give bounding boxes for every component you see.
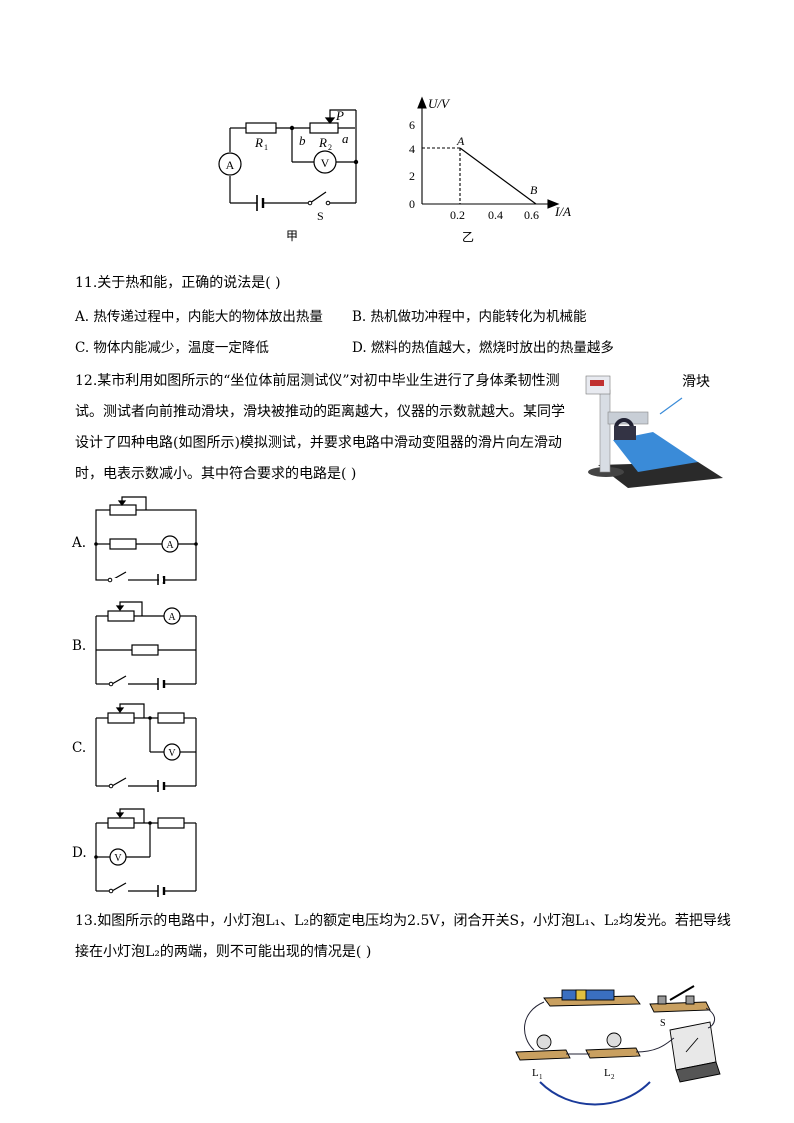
graph-xlabel: I/A bbox=[554, 204, 571, 219]
q12-circuit-d: V bbox=[94, 808, 197, 897]
ytick: 6 bbox=[409, 118, 415, 132]
q13-line: 13.如图所示的电路中，小灯泡L₁、L₂的额定电压均为2.5V，闭合开关S，小灯… bbox=[75, 913, 731, 929]
q12-line: 时，电表示数减小。其中符合要求的电路是( ) bbox=[75, 466, 357, 482]
caption-yi: 乙 bbox=[462, 230, 474, 244]
q11-option-b: B. 热机做功冲程中，内能转化为机械能 bbox=[352, 309, 587, 325]
q11-option-d: D. 燃料的热值越大，燃烧时放出的热量越多 bbox=[352, 340, 614, 356]
point-a-label: a bbox=[342, 131, 349, 146]
graph-ylabel: U/V bbox=[428, 96, 451, 111]
q13-line: 接在小灯泡L₂的两端，则不可能出现的情况是( ) bbox=[75, 944, 372, 960]
meter-label: A bbox=[168, 612, 176, 623]
q12-circuit-a: A bbox=[94, 496, 198, 585]
r1-label: R bbox=[254, 135, 263, 150]
graph-point-b: B bbox=[530, 183, 538, 197]
r1-subscript: 1 bbox=[264, 143, 268, 152]
q12-circuit-c: V bbox=[95, 703, 197, 792]
xtick: 0.4 bbox=[488, 208, 503, 222]
r2-subscript: 2 bbox=[328, 143, 332, 152]
q12-circuit-c-label: C. bbox=[72, 740, 87, 756]
ytick: 2 bbox=[409, 169, 415, 183]
xtick: 0.2 bbox=[450, 208, 465, 222]
meter-label: A bbox=[166, 540, 174, 551]
q12-line: 试。测试者向前推动滑块，滑块被推动的距离越大，仪器的示数就越大。某同学 bbox=[75, 404, 565, 420]
q12-line: 12.某市利用如图所示的“坐位体前屈测试仪”对初中毕业生进行了身体柔韧性测 bbox=[75, 373, 560, 389]
lamp-l2-label: L bbox=[604, 1067, 611, 1079]
ytick: 0 bbox=[409, 197, 415, 211]
lamp-l2-subscript: 2 bbox=[611, 1073, 615, 1081]
q12-circuit-d-label: D. bbox=[72, 845, 87, 861]
graph-point-a: A bbox=[456, 134, 465, 148]
q12-circuit-a-label: A. bbox=[72, 535, 87, 551]
slider-p-label: P bbox=[335, 108, 344, 123]
q11-option-c: C. 物体内能减少，温度一定降低 bbox=[75, 340, 269, 356]
switch-label: S bbox=[317, 209, 324, 223]
point-b-label: b bbox=[299, 133, 306, 148]
voltmeter-label: V bbox=[321, 156, 330, 170]
slider-block-label: 滑块 bbox=[682, 373, 710, 390]
lamp-l1-label: L bbox=[532, 1067, 539, 1079]
figure-circuit-jia: A V R 1 R 2 b a P S 甲 bbox=[218, 108, 359, 243]
q12-line: 设计了四种电路(如图所示)模拟测试，并要求电路中滑动变阻器的滑片向左滑动 bbox=[75, 435, 562, 451]
q12-circuit-b-label: B. bbox=[72, 638, 87, 654]
xtick: 0.6 bbox=[524, 208, 539, 222]
q12-circuit-b: A bbox=[95, 601, 197, 690]
ytick: 4 bbox=[409, 142, 415, 156]
q11-stem: 11.关于热和能，正确的说法是( ) bbox=[75, 275, 281, 291]
q11-option-a: A. 热传递过程中，内能大的物体放出热量 bbox=[75, 309, 323, 325]
q12-stem: 12.某市利用如图所示的“坐位体前屈测试仪”对初中毕业生进行了身体柔韧性测 试。… bbox=[75, 366, 575, 490]
caption-jia: 甲 bbox=[286, 229, 298, 243]
meter-label: V bbox=[168, 748, 176, 759]
r2-label: R bbox=[318, 135, 327, 150]
ammeter-label: A bbox=[226, 158, 235, 172]
q13-stem: 13.如图所示的电路中，小灯泡L₁、L₂的额定电压均为2.5V，闭合开关S，小灯… bbox=[75, 906, 731, 968]
meter-label: V bbox=[114, 853, 122, 864]
lamp-l1-subscript: 1 bbox=[539, 1073, 543, 1081]
switch-s-label: S bbox=[660, 1018, 666, 1029]
flexibility-tester-image: 滑块 bbox=[585, 373, 723, 488]
figure-graph-yi: U/V 6 4 2 0 0.2 0.4 0.6 I/A A B 乙 bbox=[409, 96, 571, 244]
q13-circuit-image: S L 1 L 2 bbox=[515, 985, 721, 1106]
